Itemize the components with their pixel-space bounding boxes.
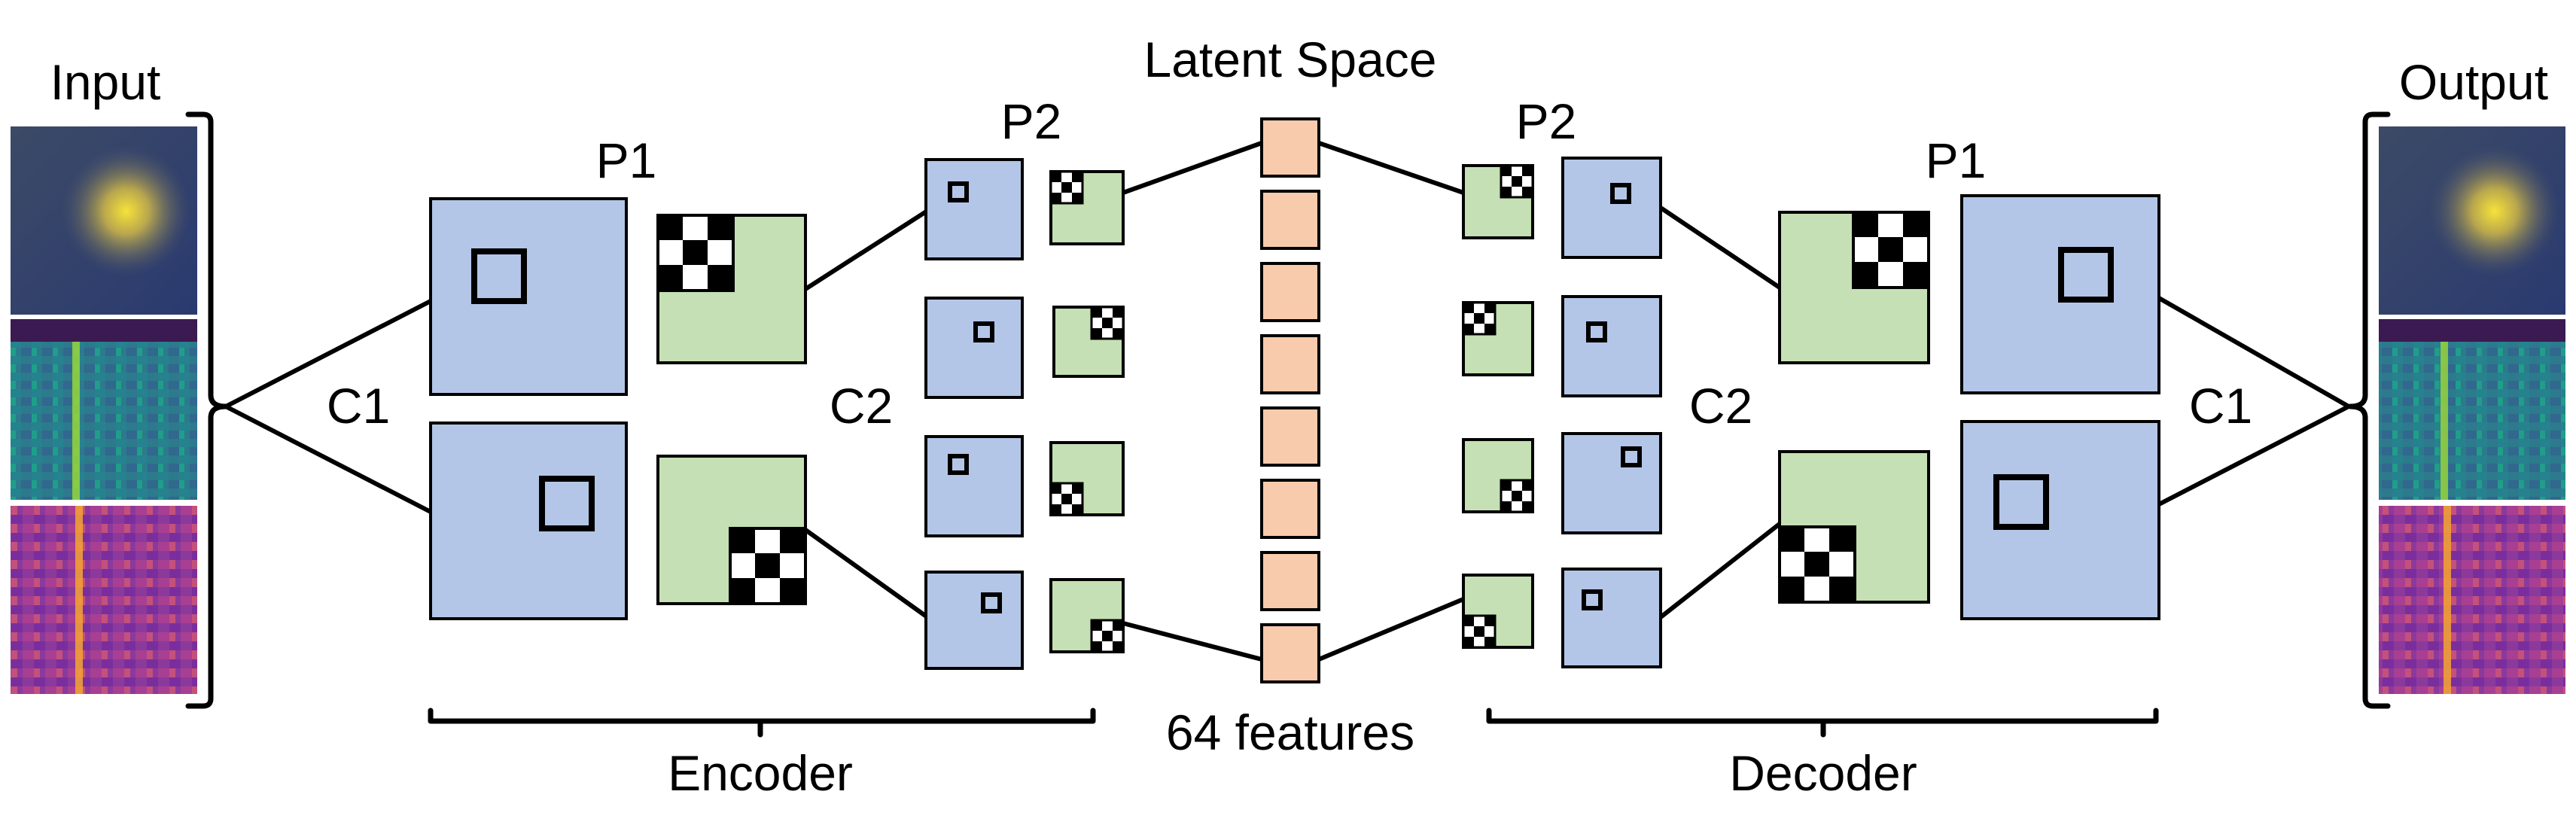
c1-left-label: C1: [327, 378, 390, 434]
pooling-checker-icon: [1462, 614, 1497, 649]
decoder-c1-map-2: [1960, 420, 2160, 620]
kernel-icon: [948, 181, 969, 202]
decoder-p2-map-4: [1462, 574, 1534, 649]
output-viridis-image: [2379, 319, 2565, 500]
output-label: Output: [2399, 54, 2548, 110]
latent-unit: [1260, 551, 1320, 611]
output-plasma-image: [2379, 506, 2565, 694]
encoder-c2-map-2: [924, 297, 1024, 399]
latent-unit: [1260, 406, 1320, 467]
features-label: 64 features: [1166, 705, 1414, 760]
c1-right-label: C1: [2189, 378, 2252, 434]
kernel-icon: [1610, 183, 1631, 204]
kernel-icon: [539, 476, 595, 531]
latent-unit: [1260, 623, 1320, 683]
encoder-p2-map-3: [1049, 441, 1125, 516]
p1-left-label: P1: [596, 132, 657, 188]
latent-vector: [1260, 117, 1320, 683]
output-image-stack: [2379, 126, 2565, 694]
decoder-label: Decoder: [1729, 745, 1917, 801]
latent-unit: [1260, 479, 1320, 539]
pooling-checker-icon: [1500, 479, 1534, 513]
pooling-checker-icon: [1049, 170, 1084, 205]
pooling-checker-icon: [729, 527, 807, 605]
kernel-icon: [1993, 474, 2049, 530]
encoder-c2-map-1: [924, 158, 1024, 260]
input-plasma-image: [11, 506, 197, 694]
input-label: Input: [50, 54, 161, 110]
pooling-checker-icon: [1500, 164, 1534, 199]
decoder-c2-map-1: [1561, 157, 1662, 259]
encoder-c1-map-2: [429, 422, 628, 620]
encoder-label: Encoder: [668, 745, 853, 801]
kernel-icon: [948, 454, 969, 475]
p1-right-label: P1: [1926, 132, 1987, 188]
pooling-checker-icon: [1049, 482, 1084, 516]
decoder-bracket: [1486, 708, 2159, 738]
pooling-checker-icon: [656, 214, 735, 292]
pooling-checker-icon: [1852, 211, 1930, 289]
kernel-icon: [2058, 247, 2114, 303]
encoder-p2-map-2: [1052, 306, 1125, 378]
encoder-c2-map-3: [924, 435, 1024, 537]
p2-right-label: P2: [1516, 93, 1577, 149]
kernel-icon: [1586, 321, 1607, 342]
p2-left-label: P2: [1001, 93, 1062, 149]
input-image-stack: [11, 126, 197, 694]
encoder-bracket: [428, 708, 1096, 738]
kernel-icon: [973, 321, 994, 342]
c2-left-label: C2: [830, 378, 893, 434]
output-bracket: [2347, 111, 2391, 709]
kernel-icon: [471, 248, 527, 304]
pooling-checker-icon: [1090, 306, 1125, 340]
kernel-icon: [981, 592, 1002, 613]
decoder-p2-map-3: [1462, 438, 1534, 513]
decoder-p2-map-2: [1462, 301, 1534, 376]
kernel-icon: [1621, 446, 1642, 467]
decoder-c2-map-2: [1561, 295, 1662, 397]
encoder-p2-map-1: [1049, 170, 1125, 245]
pooling-checker-icon: [1778, 525, 1856, 604]
encoder-p2-map-4: [1049, 578, 1125, 653]
latent-unit: [1260, 262, 1320, 322]
input-viridis-image: [11, 319, 197, 500]
decoder-p2-map-1: [1462, 164, 1534, 239]
encoder-c2-map-4: [924, 571, 1024, 670]
decoder-c2-map-4: [1561, 568, 1662, 668]
kernel-icon: [1582, 589, 1603, 610]
encoder-c1-map-1: [429, 197, 628, 396]
latent-unit: [1260, 190, 1320, 250]
c2-right-label: C2: [1689, 378, 1752, 434]
pooling-checker-icon: [1462, 301, 1497, 336]
latent-unit: [1260, 334, 1320, 394]
latent-unit: [1260, 117, 1320, 178]
pooling-checker-icon: [1090, 619, 1125, 653]
latent-space-label: Latent Space: [1144, 32, 1437, 87]
decoder-c2-map-3: [1561, 432, 1662, 534]
